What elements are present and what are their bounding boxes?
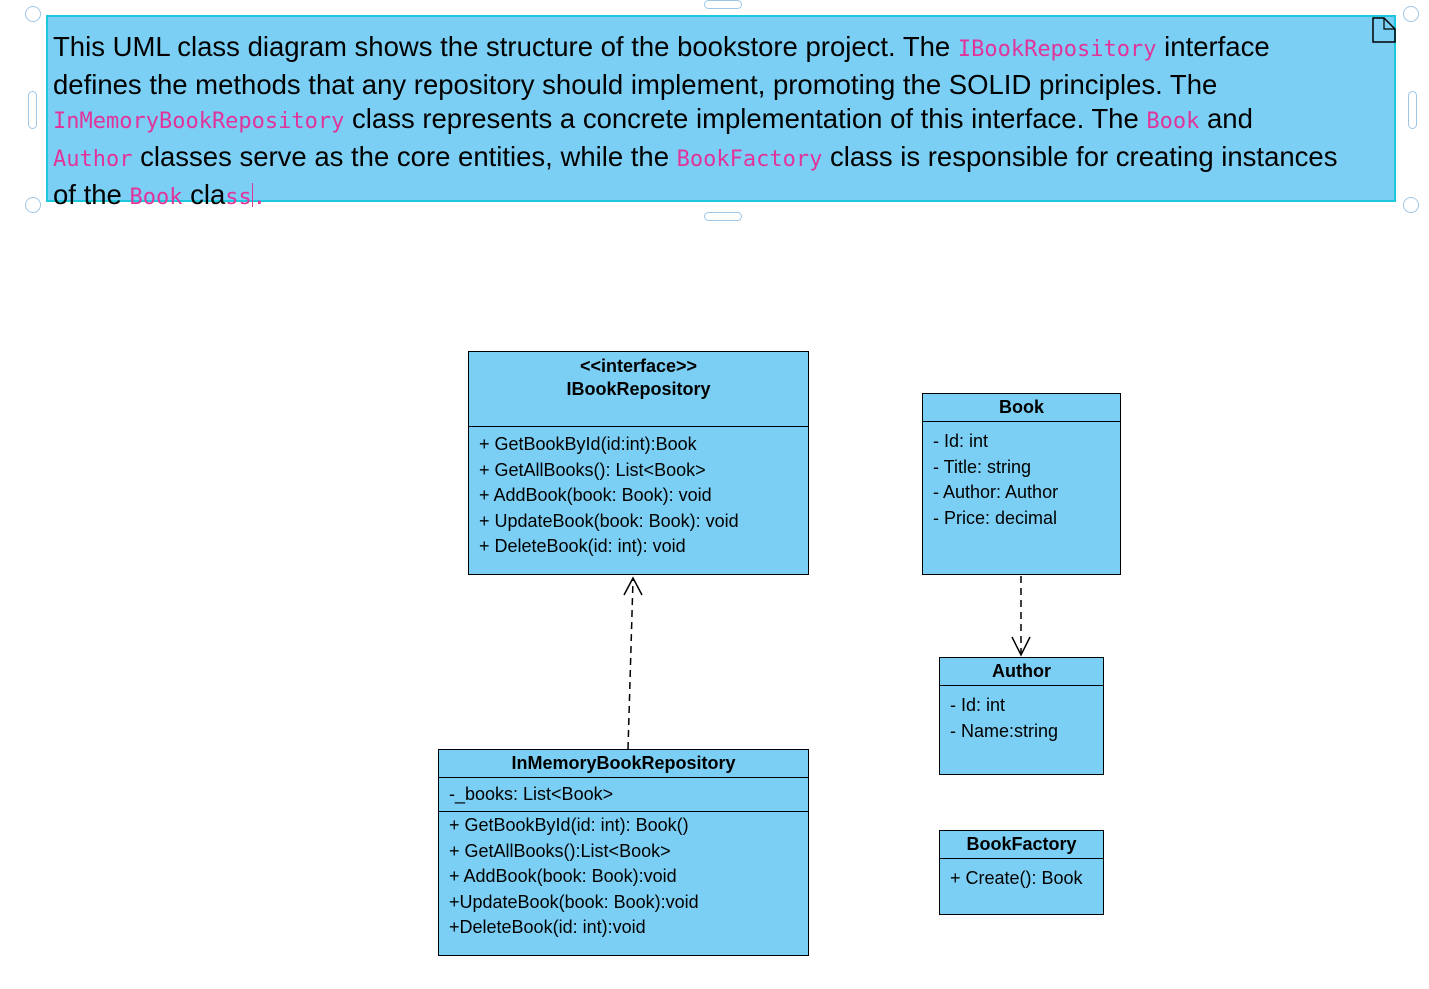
note-text-run: class is responsible for creating instan… — [822, 141, 1338, 173]
method: + Create(): Book — [950, 868, 1083, 888]
note-text[interactable]: This UML class diagram shows the structu… — [53, 30, 1401, 216]
attribute: - Name:string — [950, 720, 1059, 741]
realization-arrow-inmemory-to-interface[interactable] — [623, 576, 643, 750]
note-text-run: class represents a concrete implementati… — [344, 103, 1147, 135]
resize-handle-top[interactable] — [704, 0, 742, 9]
code-reference: Author — [53, 147, 133, 173]
note-text-run: interface — [1156, 31, 1270, 62]
class-name: IBookRepository — [566, 379, 711, 399]
methods-section: + GetBookById(id: int): Book() + GetAllB… — [439, 812, 808, 941]
class-name: BookFactory — [940, 831, 1103, 859]
class-bookfactory[interactable]: BookFactory + Create(): Book — [939, 830, 1104, 915]
attribute: - Id: int — [950, 695, 1006, 715]
method: + AddBook(book: Book):void — [449, 866, 677, 887]
code-reference: Book — [129, 184, 183, 210]
resize-handle-right[interactable] — [1408, 91, 1417, 129]
class-name: InMemoryBookRepository — [439, 750, 808, 778]
method: + GetAllBooks(): List<Book> — [479, 459, 706, 480]
note-text-run: and — [1199, 103, 1253, 135]
method: + GetBookById(id:int):Book — [479, 434, 697, 454]
code-reference: BookFactory — [676, 147, 823, 173]
resize-handle-bottom-left[interactable] — [25, 197, 41, 213]
code-reference: IBookRepository — [957, 37, 1157, 62]
class-stereotype: <<interface>> — [579, 356, 698, 376]
code-reference: InMemoryBookRepository — [53, 109, 345, 135]
attributes-section: -_books: List<Book> — [439, 778, 808, 812]
method: + UpdateBook(book: Book): void — [479, 510, 739, 531]
attribute: - Title: string — [933, 456, 1032, 477]
note-text-run: of the — [53, 178, 130, 210]
dependency-arrow-book-to-author[interactable] — [1011, 576, 1031, 657]
note-text-run: cla — [182, 178, 226, 210]
method: +DeleteBook(id: int):void — [449, 917, 646, 938]
methods-section: + GetBookById(id:int):Book + GetAllBooks… — [469, 427, 808, 560]
class-inmemorybookrepository[interactable]: InMemoryBookRepository -_books: List<Boo… — [438, 749, 809, 956]
note-text-run: This UML class diagram shows the structu… — [53, 31, 958, 62]
resize-handle-top-right[interactable] — [1403, 6, 1419, 22]
class-author[interactable]: Author - Id: int - Name:string — [939, 657, 1104, 775]
attribute: - Price: decimal — [933, 507, 1058, 528]
attributes-section: - Id: int - Name:string — [940, 686, 1103, 744]
note-text-run: defines the methods that any repository … — [53, 68, 1218, 100]
attribute: -_books: List<Book> — [449, 784, 614, 804]
method: + AddBook(book: Book): void — [479, 485, 712, 506]
resize-handle-bottom-right[interactable] — [1403, 197, 1419, 213]
method: + GetBookById(id: int): Book() — [449, 815, 689, 835]
attribute: - Author: Author — [933, 482, 1059, 503]
resize-handle-left[interactable] — [28, 91, 37, 129]
attribute: - Id: int — [933, 431, 989, 451]
code-reference: ss — [225, 184, 252, 210]
method: + DeleteBook(id: int): void — [479, 536, 686, 557]
resize-handle-bottom[interactable] — [704, 212, 742, 221]
note-corner-icon — [1372, 17, 1396, 43]
class-ibookrepository[interactable]: <<interface>> IBookRepository + GetBookB… — [468, 351, 809, 575]
class-name: Book — [923, 394, 1120, 422]
class-name: Author — [940, 658, 1103, 686]
attributes-section: - Id: int - Title: string - Author: Auth… — [923, 422, 1120, 531]
code-reference: Book — [1146, 109, 1200, 135]
method: +UpdateBook(book: Book):void — [449, 891, 699, 912]
class-header: <<interface>> IBookRepository — [469, 352, 808, 427]
method: + GetAllBooks():List<Book> — [449, 840, 671, 861]
class-book[interactable]: Book - Id: int - Title: string - Author:… — [922, 393, 1121, 575]
code-reference: . — [252, 184, 266, 210]
note-text-run: classes serve as the core entities, whil… — [132, 141, 677, 173]
text-note[interactable]: This UML class diagram shows the structu… — [46, 15, 1396, 210]
text-cursor — [251, 182, 253, 207]
methods-section: + Create(): Book — [940, 859, 1103, 892]
resize-handle-top-left[interactable] — [25, 6, 41, 22]
